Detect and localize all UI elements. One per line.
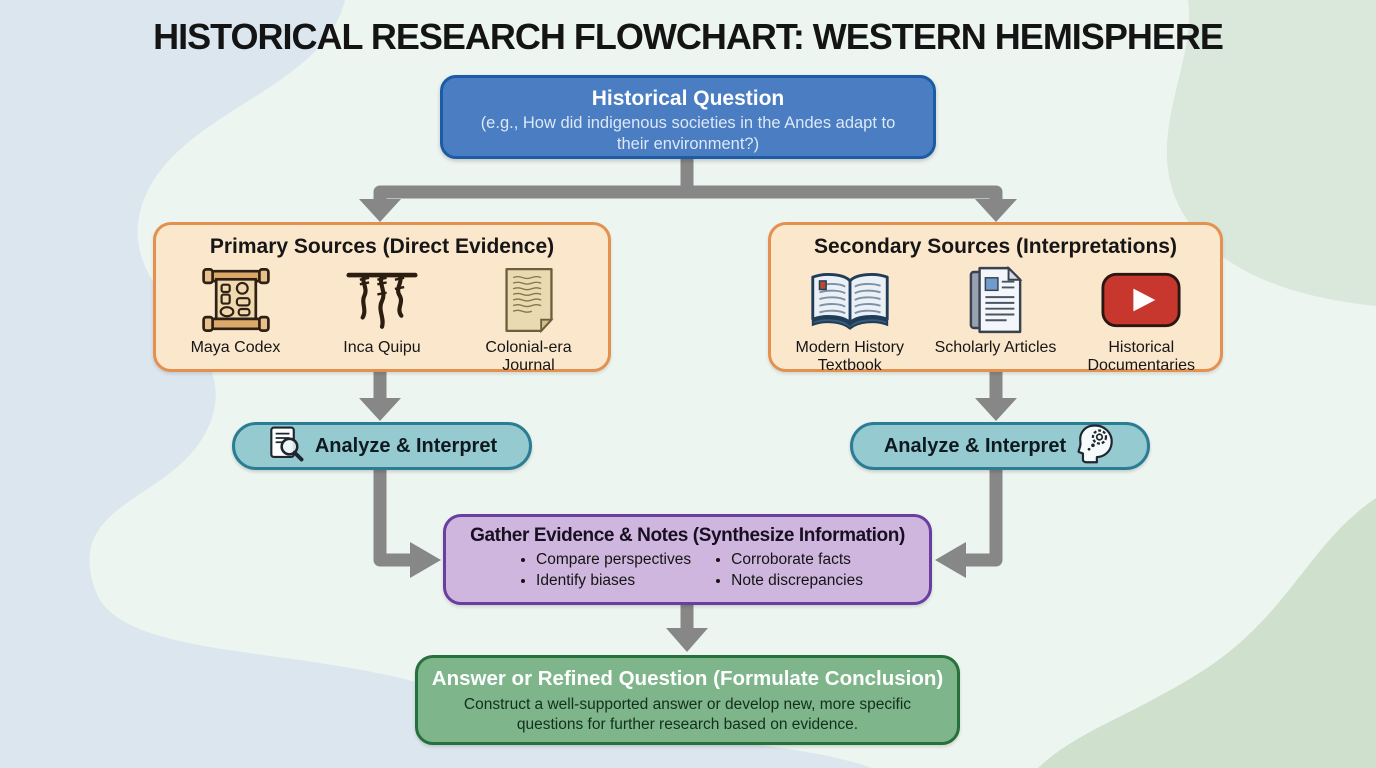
bullet-item: Corroborate facts: [731, 549, 863, 570]
bullet-item: Compare perspectives: [536, 549, 691, 570]
analyze-interpret-left-box: Analyze & Interpret: [232, 422, 532, 470]
bullet-column-2: Corroborate facts Note discrepancies: [707, 549, 863, 592]
question-subtitle: (e.g., How did indigenous societies in t…: [480, 114, 896, 153]
conclusion-subtitle: Construct a well-supported answer or dev…: [463, 696, 912, 733]
arrowhead-secondary-down: [975, 398, 1017, 421]
item-textbook: Modern History Textbook: [779, 264, 921, 375]
secondary-items: Modern History Textbook Scholarly Articl…: [771, 264, 1220, 375]
gather-bullets: Compare perspectives Identify biases Cor…: [446, 549, 929, 592]
question-title: Historical Question: [591, 87, 785, 110]
analyze-right-label: Analyze & Interpret: [883, 434, 1067, 457]
bullet-item: Note discrepancies: [731, 570, 863, 591]
arrowhead-right-down: [975, 199, 1017, 222]
arrowhead-left-down: [359, 199, 401, 222]
item-label: Colonial-era Journal: [485, 339, 572, 374]
item-label: Historical Documentaries: [1087, 339, 1196, 374]
analyze-left-label: Analyze & Interpret: [314, 434, 498, 457]
primary-sources-box: Primary Sources (Direct Evidence): [153, 222, 611, 375]
item-inca-quipu: Inca Quipu: [311, 264, 453, 357]
item-label: Modern History Textbook: [795, 339, 904, 374]
item-documentaries: Historical Documentaries: [1070, 264, 1212, 375]
inca-quipu-icon: [344, 264, 420, 336]
document-stack-icon: [968, 264, 1024, 336]
bullet-column-1: Compare perspectives Identify biases: [512, 549, 691, 592]
arrow-left-elbow: [373, 468, 410, 567]
magnifier-document-icon: [267, 425, 305, 468]
conclusion-box: Answer or Refined Question (Formulate Co…: [415, 655, 960, 745]
item-colonial-journal: Colonial-era Journal: [458, 264, 600, 375]
gather-title: Gather Evidence & Notes (Synthesize Info…: [470, 525, 905, 546]
bullet-item: Identify biases: [536, 570, 691, 591]
arrow-right-elbow: [966, 468, 1003, 567]
page-title: HISTORICAL RESEARCH FLOWCHART: WESTERN H…: [153, 16, 1224, 57]
historical-question-box: Historical Question (e.g., How did indig…: [440, 75, 936, 159]
arrowhead-conclusion-down: [666, 628, 708, 652]
video-play-icon: [1101, 264, 1181, 336]
item-label: Maya Codex: [190, 339, 281, 356]
secondary-sources-title: Secondary Sources (Interpretations): [814, 235, 1177, 258]
item-maya-codex: Maya Codex: [165, 264, 307, 357]
primary-items: Maya Codex Inca Quipu: [156, 264, 608, 375]
analyze-interpret-right-box: Analyze & Interpret: [850, 422, 1150, 470]
gather-evidence-box: Gather Evidence & Notes (Synthesize Info…: [443, 514, 932, 605]
item-label: Inca Quipu: [343, 339, 421, 356]
arrowhead-into-gather-right: [935, 542, 966, 578]
conclusion-title: Answer or Refined Question (Formulate Co…: [431, 667, 944, 690]
open-book-icon: [808, 264, 892, 336]
item-label: Scholarly Articles: [934, 339, 1057, 356]
arrowhead-into-gather-left: [410, 542, 441, 578]
arrowhead-primary-down: [359, 398, 401, 421]
item-articles: Scholarly Articles: [925, 264, 1067, 357]
maya-codex-icon: [199, 264, 273, 336]
secondary-sources-box: Secondary Sources (Interpretations): [768, 222, 1223, 375]
primary-sources-title: Primary Sources (Direct Evidence): [209, 235, 555, 258]
head-gear-icon: [1076, 422, 1116, 471]
arrow-split-bar: [373, 185, 1003, 201]
colonial-journal-icon: [500, 264, 558, 336]
